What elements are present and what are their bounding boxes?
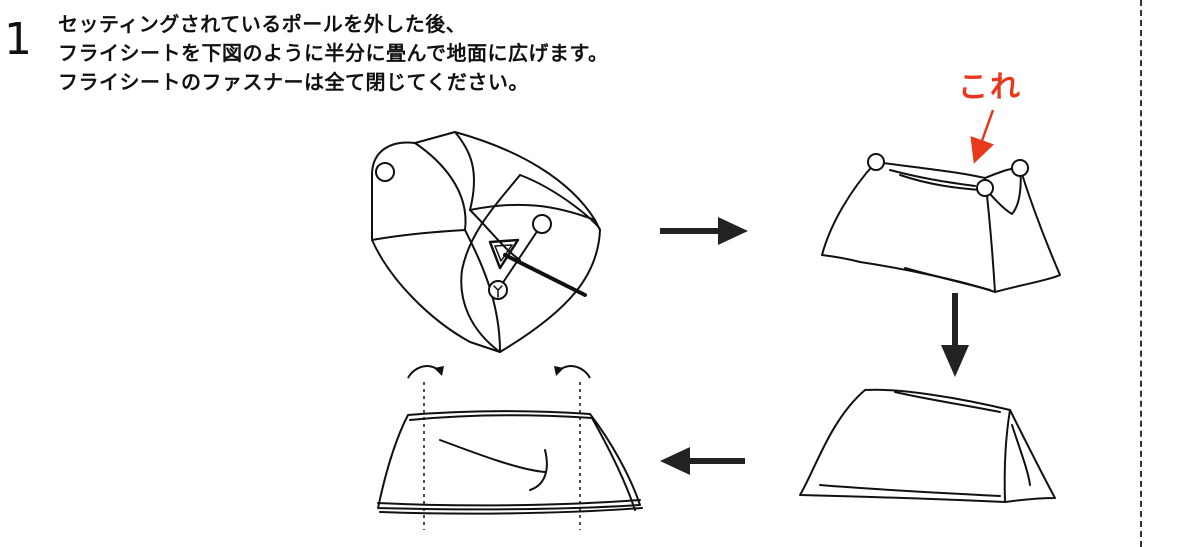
instruction-line-1: セッティングされているポールを外した後、 xyxy=(58,12,467,36)
fly-sheet-on-tent-illustration xyxy=(821,153,1061,293)
callout-label: これ xyxy=(958,70,1022,105)
arrow-right-icon xyxy=(660,217,748,245)
fold-arrow-right-icon xyxy=(554,365,591,379)
instruction-line-3: フライシートのファスナーは全て閉じてください。 xyxy=(58,70,529,94)
instruction-text: セッティングされているポールを外した後、 フライシートを下図のように半分に畳んで… xyxy=(58,10,609,97)
instruction-line-2: フライシートを下図のように半分に畳んで地面に広げます。 xyxy=(58,41,609,65)
tent-frame-illustration xyxy=(371,131,601,353)
folded-fly-sheet-illustration xyxy=(377,410,643,515)
arrow-down-icon xyxy=(941,293,969,377)
page-divider xyxy=(1140,0,1142,547)
fold-arrow-left-icon xyxy=(407,365,444,379)
arrow-left-icon xyxy=(660,447,745,475)
step-number: 1 xyxy=(4,14,32,65)
callout-arrow-icon xyxy=(970,109,995,164)
fly-sheet-illustration xyxy=(799,388,1056,503)
